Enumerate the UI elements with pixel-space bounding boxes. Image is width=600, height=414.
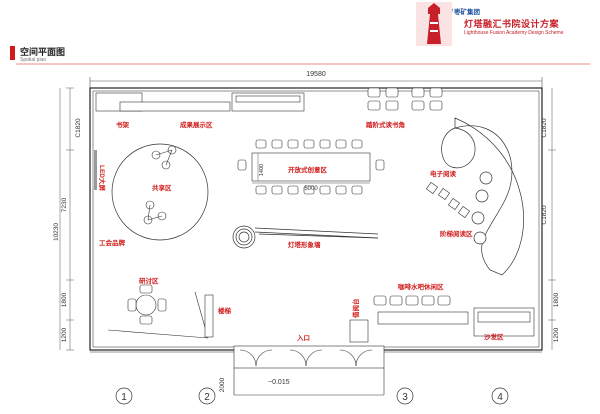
dim-right-1200: 1200 bbox=[553, 327, 560, 342]
service-desk bbox=[349, 319, 369, 343]
zone-sofa: 沙发区 bbox=[484, 332, 504, 341]
zone-step-reading: 踏阶式读书角 bbox=[366, 120, 405, 129]
level-label: −0.015 bbox=[268, 379, 290, 386]
discussion-table bbox=[237, 139, 385, 195]
overall-width-label: 19580 bbox=[306, 71, 326, 78]
axis-1: 1 bbox=[121, 392, 127, 403]
dim-right-c1820-mid: C1820 bbox=[541, 205, 548, 225]
lighthouse-logo-icon bbox=[416, 2, 452, 46]
entry-depth-label: 2000 bbox=[219, 377, 226, 392]
led-screen bbox=[94, 150, 97, 190]
dim-right-1800: 1800 bbox=[553, 292, 560, 307]
dim-left-c1820: C1820 bbox=[75, 118, 82, 138]
zone-entrance: 入口 bbox=[296, 334, 310, 342]
cafe-lounge bbox=[373, 295, 535, 337]
stair-block bbox=[107, 291, 214, 339]
axis-3: 3 bbox=[402, 392, 408, 403]
table-length-label: 5000 bbox=[304, 186, 318, 192]
dim-left-1200: 1200 bbox=[61, 327, 68, 342]
table-dimension bbox=[252, 153, 370, 184]
axis-4: 4 bbox=[497, 392, 503, 403]
share-zone bbox=[111, 143, 209, 241]
section-marker bbox=[10, 46, 15, 60]
project-title: 灯塔融汇书院设计方案 bbox=[464, 20, 560, 30]
zone-open-discussion: 开放式创意区 bbox=[288, 165, 328, 174]
page-title: 空间平面图 bbox=[20, 47, 66, 57]
zone-led-screen: LED大屏 bbox=[98, 165, 107, 192]
left-dimension-line bbox=[59, 87, 74, 351]
top-counters bbox=[95, 92, 305, 112]
zone-share: 共享区 bbox=[152, 183, 172, 192]
lighthouse-wall bbox=[232, 225, 379, 249]
brand-name: 枣矿集团 bbox=[454, 9, 480, 16]
dim-left-1800: 1800 bbox=[61, 292, 68, 307]
right-dimension-line bbox=[548, 88, 556, 350]
page-subtitle: Spatial plan bbox=[20, 57, 47, 63]
dim-right-c1820-top: C1820 bbox=[541, 118, 548, 138]
seminar-table bbox=[127, 284, 167, 325]
zone-culture-brand: 工会品牌 bbox=[99, 238, 126, 247]
dim-left-7230: 7230 bbox=[61, 197, 68, 212]
e-reading-stations bbox=[426, 182, 470, 218]
zone-cafe-lounge: 咖啡水吧休闲区 bbox=[398, 282, 444, 291]
zone-service: 借阅台 bbox=[351, 298, 360, 319]
zone-bookshelf: 书架 bbox=[116, 120, 130, 129]
zone-e-reading: 电子阅读 bbox=[430, 169, 457, 178]
entrance-doors bbox=[233, 345, 385, 396]
zone-display: 成果展示区 bbox=[180, 120, 213, 129]
project-title-en: Lighthouse Fusion Academy Design Scheme bbox=[464, 30, 564, 36]
zone-arc-reading: 阶梯阅读区 bbox=[440, 229, 473, 238]
arc-reading-stand bbox=[441, 117, 524, 276]
axis-2: 2 bbox=[204, 392, 210, 403]
zone-seminar: 研讨区 bbox=[139, 276, 159, 285]
step-reading-chairs bbox=[367, 87, 443, 111]
dim-left-10230: 10230 bbox=[53, 223, 60, 241]
table-width-label: 1400 bbox=[259, 164, 265, 176]
zone-stairs: 楼梯 bbox=[218, 306, 232, 315]
zone-lighthouse-wall: 灯塔形象墙 bbox=[288, 240, 321, 249]
axis-markers bbox=[115, 387, 509, 405]
